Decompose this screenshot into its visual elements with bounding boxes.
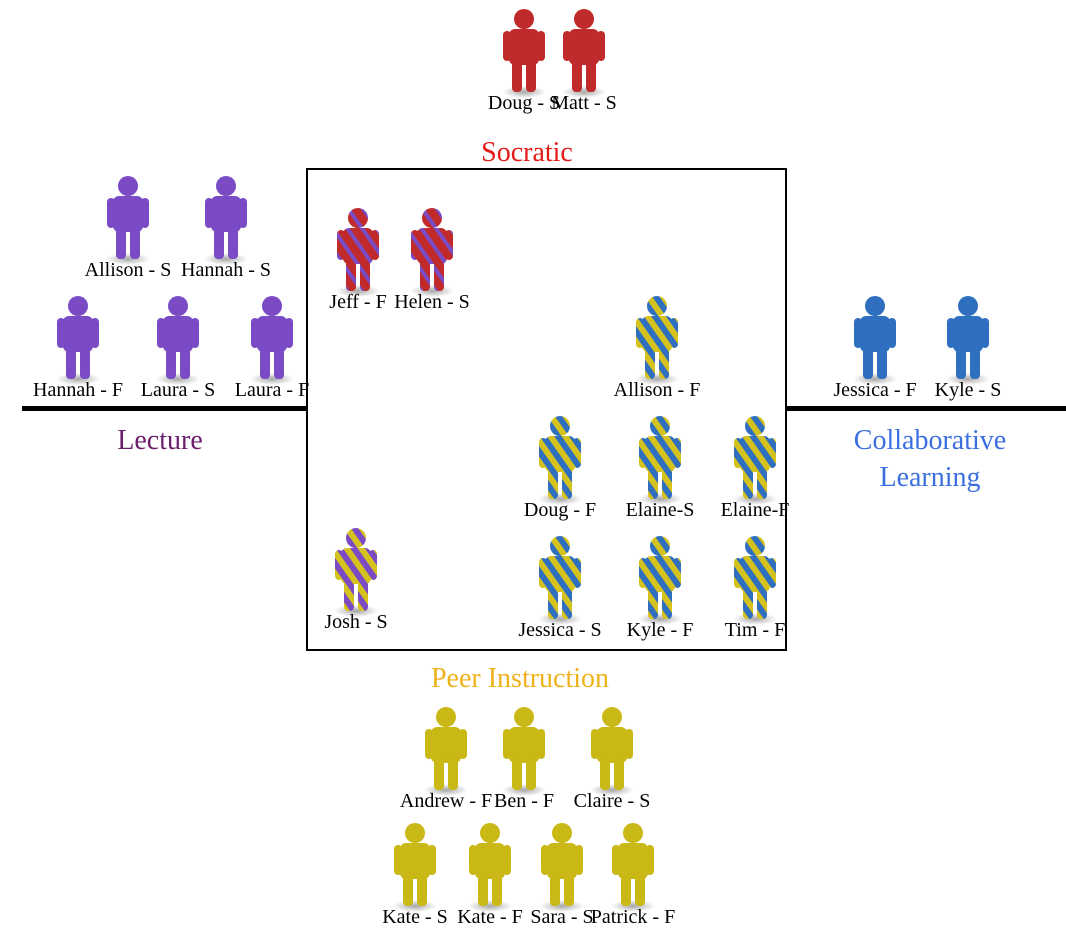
person-icon	[638, 416, 682, 505]
person-name: Helen - S	[394, 291, 470, 313]
person-name: Jessica - F	[833, 379, 917, 401]
person-icon	[393, 823, 437, 912]
person-name: Andrew - F	[399, 790, 493, 812]
person-name: Matt - S	[551, 92, 617, 114]
person-icon	[204, 176, 248, 265]
person-name: Laura - S	[140, 379, 216, 401]
person-icon	[611, 823, 655, 912]
person-name: Elaine-F	[720, 499, 790, 521]
person-name: Kate - F	[457, 906, 523, 928]
person-icon	[250, 296, 294, 385]
person-name: Laura - F	[234, 379, 310, 401]
person-name: Elaine-S	[625, 499, 695, 521]
person-icon	[106, 176, 150, 265]
person-name: Claire - S	[573, 790, 651, 812]
collaborative-label-line1: Collaborative	[853, 425, 1007, 456]
person-icon	[336, 208, 380, 297]
person-icon	[853, 296, 897, 385]
person-name: Doug - S	[487, 92, 561, 114]
person-icon	[590, 707, 634, 796]
person-icon	[638, 536, 682, 625]
person-icon	[538, 416, 582, 505]
lecture-label: Lecture	[117, 425, 203, 456]
person-name: Ben - F	[494, 790, 554, 812]
person-name: Allison - F	[613, 379, 701, 401]
person-name: Kyle - F	[626, 619, 694, 641]
person-name: Sara - S	[530, 906, 594, 928]
peer-instruction-label: Peer Instruction	[430, 663, 610, 694]
person-icon	[56, 296, 100, 385]
person-name: Kyle - S	[934, 379, 1002, 401]
right-axis-line	[787, 406, 1066, 411]
person-name: Josh - S	[324, 611, 388, 633]
person-name: Hannah - F	[33, 379, 123, 401]
person-icon	[538, 536, 582, 625]
socratic-label: Socratic	[481, 137, 573, 168]
person-name: Patrick - F	[590, 906, 676, 928]
person-icon	[424, 707, 468, 796]
person-icon	[733, 536, 777, 625]
person-name: Jeff - F	[329, 291, 387, 313]
person-name: Tim - F	[724, 619, 786, 641]
person-name: Jessica - S	[518, 619, 602, 641]
person-icon	[540, 823, 584, 912]
left-axis-line	[22, 406, 306, 411]
person-icon	[946, 296, 990, 385]
collaborative-label-line2: Learning	[879, 462, 981, 493]
person-icon	[733, 416, 777, 505]
person-name: Doug - F	[523, 499, 597, 521]
person-icon	[502, 707, 546, 796]
person-icon	[410, 208, 454, 297]
person-icon	[468, 823, 512, 912]
person-icon	[502, 9, 546, 98]
person-name: Allison - S	[84, 259, 172, 281]
person-icon	[562, 9, 606, 98]
person-icon	[156, 296, 200, 385]
person-icon	[635, 296, 679, 385]
person-icon	[334, 528, 378, 617]
person-name: Kate - S	[382, 906, 448, 928]
person-name: Hannah - S	[181, 259, 271, 281]
